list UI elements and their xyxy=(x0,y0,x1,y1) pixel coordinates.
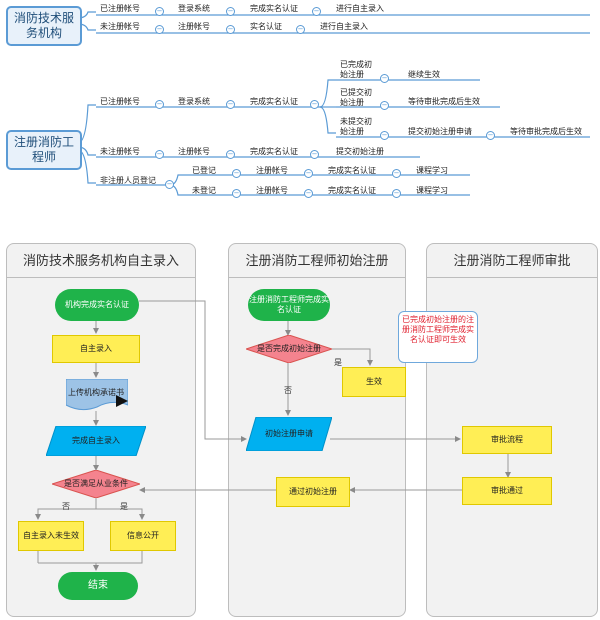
io-complete-entry-label: 完成自主录入 xyxy=(72,436,120,445)
mm-nr1-c2: 注册帐号 xyxy=(256,166,288,175)
lane-divider xyxy=(7,277,195,278)
collapse-icon[interactable]: − xyxy=(155,7,164,16)
collapse-icon[interactable]: − xyxy=(304,169,313,178)
collapse-icon[interactable]: − xyxy=(392,189,401,198)
mm-sub3-label: 未提交初始注册 xyxy=(340,117,372,136)
swimlane-flowchart: 消防技术服务机构自主录入 注册消防工程师初始注册 注册消防工程师审批 xyxy=(0,237,600,620)
io-initial-application-label: 初始注册申请 xyxy=(265,429,313,438)
flow-connectors xyxy=(35,300,511,571)
mindmap-root-service-org: 消防技术服务机构 xyxy=(6,6,82,46)
collapse-icon[interactable]: − xyxy=(165,180,174,189)
document-upload-label: 上传机构承诺书 xyxy=(68,388,124,397)
branch-no-label: 否 xyxy=(284,386,292,395)
start-org-verified: 机构完成实名认证 xyxy=(55,289,139,321)
process-approval-passed: 审批通过 xyxy=(462,477,552,505)
lane-divider xyxy=(427,277,597,278)
process-info-public: 信息公开 xyxy=(110,521,176,551)
mm-unreg-c1: 未注册帐号 xyxy=(100,147,140,156)
start-engineer-verified: 注册消防工程师完成实名认证 xyxy=(248,289,330,321)
mm-r1-c4: 进行自主录入 xyxy=(336,4,384,13)
collapse-icon[interactable]: − xyxy=(232,169,241,178)
collapse-icon[interactable]: − xyxy=(310,150,319,159)
collapse-icon[interactable]: − xyxy=(155,150,164,159)
mm-nr1-c4: 课程学习 xyxy=(416,166,448,175)
mm-unreg-c3: 完成实名认证 xyxy=(250,147,298,156)
io-initial-application xyxy=(246,417,332,451)
mm-nr2-c3: 完成实名认证 xyxy=(328,186,376,195)
collapse-icon[interactable]: − xyxy=(226,7,235,16)
decision-qualification xyxy=(52,470,140,498)
collapse-icon[interactable]: − xyxy=(155,25,164,34)
decision-initial-registration xyxy=(246,335,332,363)
lane-title: 注册消防工程师初始注册 xyxy=(245,254,389,269)
end-terminal: 结束 xyxy=(58,572,138,600)
mm-sub1-label: 已完成初始注册 xyxy=(340,60,372,79)
process-self-entry: 自主录入 xyxy=(52,335,140,363)
branch-yes-label: 是 xyxy=(120,502,128,511)
mm-reg-c2: 登录系统 xyxy=(178,97,210,106)
lane-divider xyxy=(229,277,405,278)
mm-r1-c3: 完成实名认证 xyxy=(250,4,298,13)
mm-sub2-result: 等待审批完成后生效 xyxy=(408,97,480,106)
lane-title: 消防技术服务机构自主录入 xyxy=(22,254,179,269)
collapse-icon[interactable]: − xyxy=(380,101,389,110)
mindmap-root-engineer: 注册消防工程师 xyxy=(6,130,82,170)
branch-yes-label: 是 xyxy=(334,358,342,367)
mm-sub2-label: 已提交初始注册 xyxy=(340,88,372,107)
collapse-icon[interactable]: − xyxy=(226,150,235,159)
mm-r1-c2: 登录系统 xyxy=(178,4,210,13)
mm-nr1-c3: 完成实名认证 xyxy=(328,166,376,175)
decision-qualification-label: 是否满足从业条件 xyxy=(64,479,128,488)
mm-r2-c3: 实名认证 xyxy=(250,22,282,31)
collapse-icon[interactable]: − xyxy=(310,100,319,109)
collapse-icon[interactable]: − xyxy=(380,74,389,83)
mm-r2-c1: 未注册帐号 xyxy=(100,22,140,31)
collapse-icon[interactable]: − xyxy=(304,189,313,198)
document-upload-commitment xyxy=(66,379,128,411)
mm-sub3-result: 等待审批完成后生效 xyxy=(510,127,582,136)
mm-reg-c3: 完成实名认证 xyxy=(250,97,298,106)
mm-nr1-c1: 已登记 xyxy=(192,166,216,175)
lane-approval: 注册消防工程师审批 xyxy=(426,243,598,617)
callout-note: 已完成初始注册的注册消防工程师完成实名认证即可生效 xyxy=(398,311,478,363)
mm-sub1-result: 继续生效 xyxy=(408,70,440,79)
mm-r2-c4: 进行自主录入 xyxy=(320,22,368,31)
mm-nr2-c2: 注册帐号 xyxy=(256,186,288,195)
process-pass-initial-registration: 通过初始注册 xyxy=(276,477,350,507)
mm-r2-c2: 注册帐号 xyxy=(178,22,210,31)
mm-nr2-c1: 未登记 xyxy=(192,186,216,195)
collapse-icon[interactable]: − xyxy=(155,100,164,109)
collapse-icon[interactable]: − xyxy=(380,131,389,140)
collapse-icon[interactable]: − xyxy=(392,169,401,178)
decision-initial-registration-label: 是否完成初始注册 xyxy=(257,344,321,353)
mm-unreg-c4: 提交初始注册 xyxy=(336,147,384,156)
branch-no-label: 否 xyxy=(62,502,70,511)
collapse-icon[interactable]: − xyxy=(486,131,495,140)
mm-reg-c1: 已注册帐号 xyxy=(100,97,140,106)
collapse-icon[interactable]: − xyxy=(296,25,305,34)
process-effective: 生效 xyxy=(342,367,406,397)
mm-nonreg: 非注册人员登记 xyxy=(100,176,156,185)
mm-sub3-action: 提交初始注册申请 xyxy=(408,127,472,136)
lane-title: 注册消防工程师审批 xyxy=(453,254,571,269)
mm-unreg-c2: 注册帐号 xyxy=(178,147,210,156)
collapse-icon[interactable]: − xyxy=(312,7,321,16)
process-entry-not-effective: 自主录入未生效 xyxy=(18,521,84,551)
collapse-icon[interactable]: − xyxy=(232,189,241,198)
collapse-icon[interactable]: − xyxy=(226,25,235,34)
mm-r1-c1: 已注册帐号 xyxy=(100,4,140,13)
collapse-icon[interactable]: − xyxy=(226,100,235,109)
mm-nr2-c4: 课程学习 xyxy=(416,186,448,195)
mindmap-diagram: 消防技术服务机构 已注册帐号 − 登录系统 − 完成实名认证 − 进行自主录入 … xyxy=(0,0,600,206)
io-complete-entry xyxy=(46,426,146,456)
process-approval-flow: 审批流程 xyxy=(462,426,552,454)
